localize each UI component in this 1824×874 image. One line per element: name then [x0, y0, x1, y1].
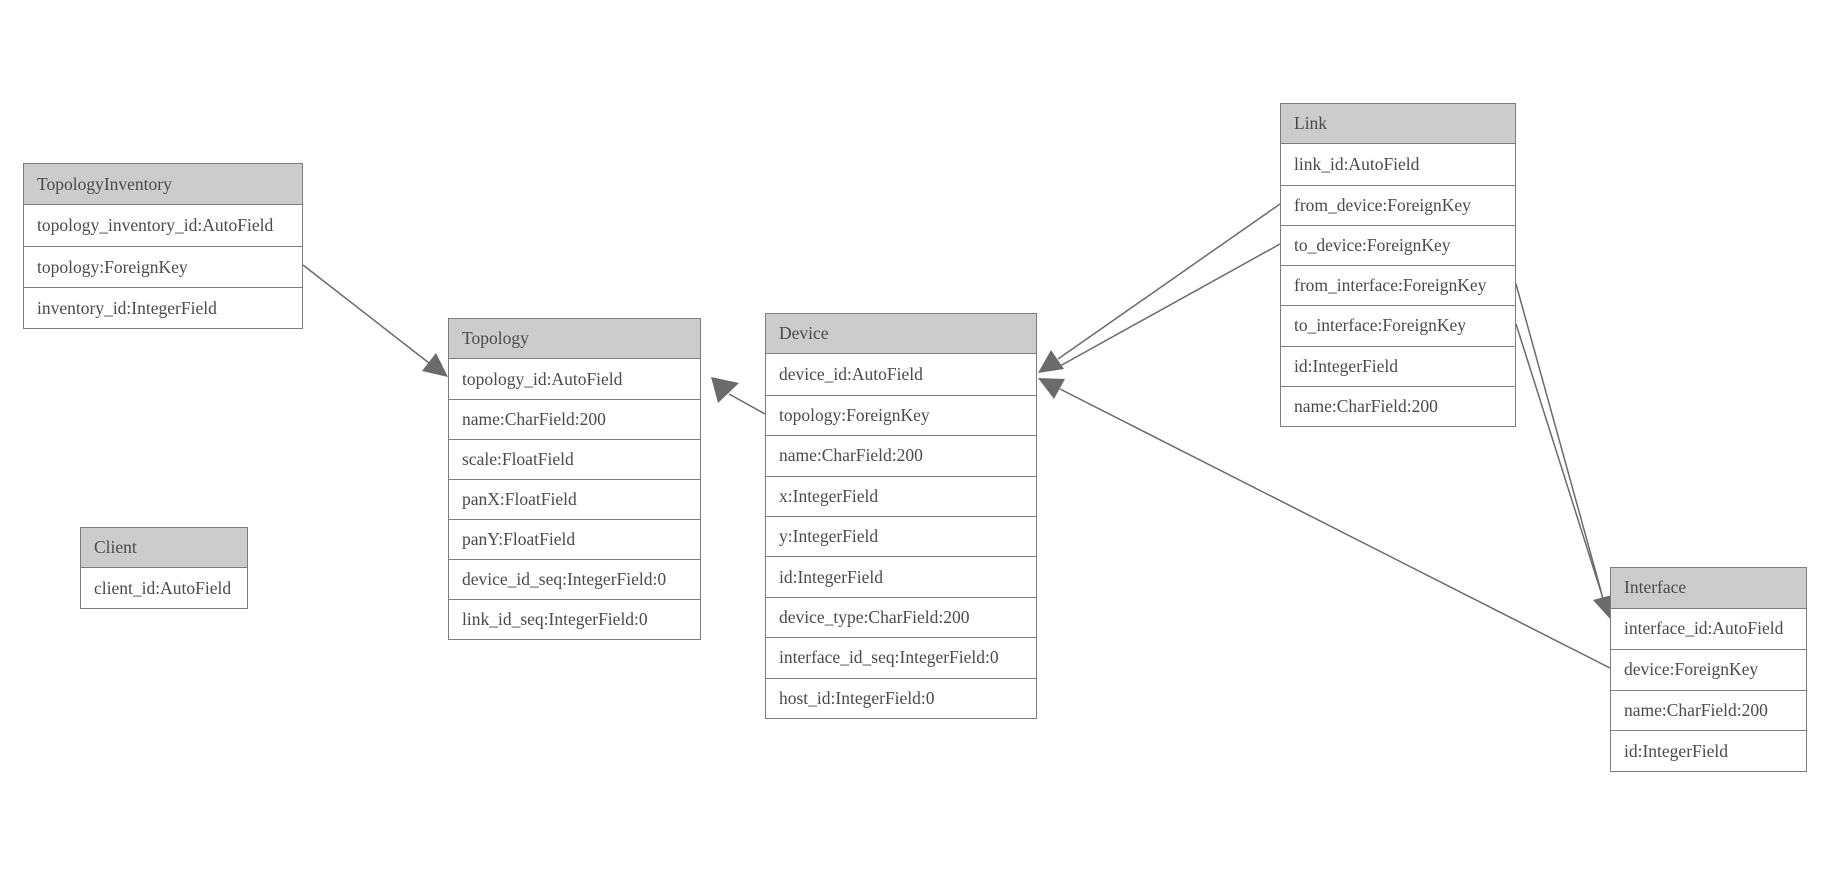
field-row-device-x: x:IntegerField [766, 475, 1036, 516]
field-row-interface-name: name:CharField:200 [1611, 689, 1806, 731]
field-row-topologyinventory-topology_inventory_id: topology_inventory_id:AutoField [24, 205, 302, 246]
edge-line-link-from_device-device [1057, 203, 1281, 360]
edge-line-topologyinventory-topology [302, 264, 430, 364]
table-header-device: Device [766, 314, 1036, 355]
table-header-client: Client [81, 528, 247, 568]
edge-arrowhead-topologyinventory-topology [422, 353, 448, 377]
field-row-topology-panX: panX:FloatField [449, 479, 700, 519]
table-header-link: Link [1281, 104, 1515, 145]
field-row-topology-link_id_seq: link_id_seq:IntegerField:0 [449, 599, 700, 639]
table-header-interface: Interface [1611, 568, 1806, 609]
field-row-device-id: id:IntegerField [766, 556, 1036, 597]
field-row-device-device_type: device_type:CharField:200 [766, 596, 1036, 638]
field-row-link-name: name:CharField:200 [1281, 385, 1515, 426]
field-row-interface-id: id:IntegerField [1611, 730, 1806, 771]
field-row-device-name: name:CharField:200 [766, 435, 1036, 476]
field-row-interface-device: device:ForeignKey [1611, 649, 1806, 690]
field-row-device-device_id: device_id:AutoField [766, 354, 1036, 395]
field-row-device-interface_id_seq: interface_id_seq:IntegerField:0 [766, 637, 1036, 678]
field-row-topology-name: name:CharField:200 [449, 399, 700, 439]
field-row-topology-scale: scale:FloatField [449, 439, 700, 479]
field-row-link-link_id: link_id:AutoField [1281, 144, 1515, 185]
field-row-link-from_interface: from_interface:ForeignKey [1281, 265, 1515, 306]
edge-line-link-to_interface-interface [1515, 323, 1608, 612]
field-row-link-id: id:IntegerField [1281, 345, 1515, 386]
field-row-device-y: y:IntegerField [766, 515, 1036, 557]
edge-line-interface-device [1059, 388, 1611, 669]
field-row-topologyinventory-topology: topology:ForeignKey [24, 246, 302, 287]
field-row-interface-interface_id: interface_id:AutoField [1611, 608, 1806, 650]
field-row-topology-topology_id: topology_id:AutoField [449, 359, 700, 399]
field-row-link-from_device: from_device:ForeignKey [1281, 184, 1515, 225]
edge-line-link-to_device-device [1059, 243, 1281, 367]
table-header-topology: Topology [449, 319, 700, 359]
edge-line-link-from_interface-interface [1515, 283, 1602, 592]
edge-line-device-topology [728, 393, 766, 415]
field-row-link-to_device: to_device:ForeignKey [1281, 224, 1515, 265]
field-row-topology-device_id_seq: device_id_seq:IntegerField:0 [449, 559, 700, 599]
field-row-topologyinventory-inventory_id: inventory_id:IntegerField [24, 287, 302, 328]
edge-arrowhead-device-topology [711, 377, 739, 403]
field-row-device-topology: topology:ForeignKey [766, 394, 1036, 436]
edge-arrowhead-interface-device [1038, 378, 1065, 399]
field-row-client-client_id: client_id:AutoField [81, 568, 247, 608]
field-row-topology-panY: panY:FloatField [449, 519, 700, 559]
table-header-topologyinventory: TopologyInventory [24, 164, 302, 205]
field-row-device-host_id: host_id:IntegerField:0 [766, 677, 1036, 718]
field-row-link-to_interface: to_interface:ForeignKey [1281, 305, 1515, 346]
edge-arrowhead-link-from_device-device [1038, 350, 1064, 373]
